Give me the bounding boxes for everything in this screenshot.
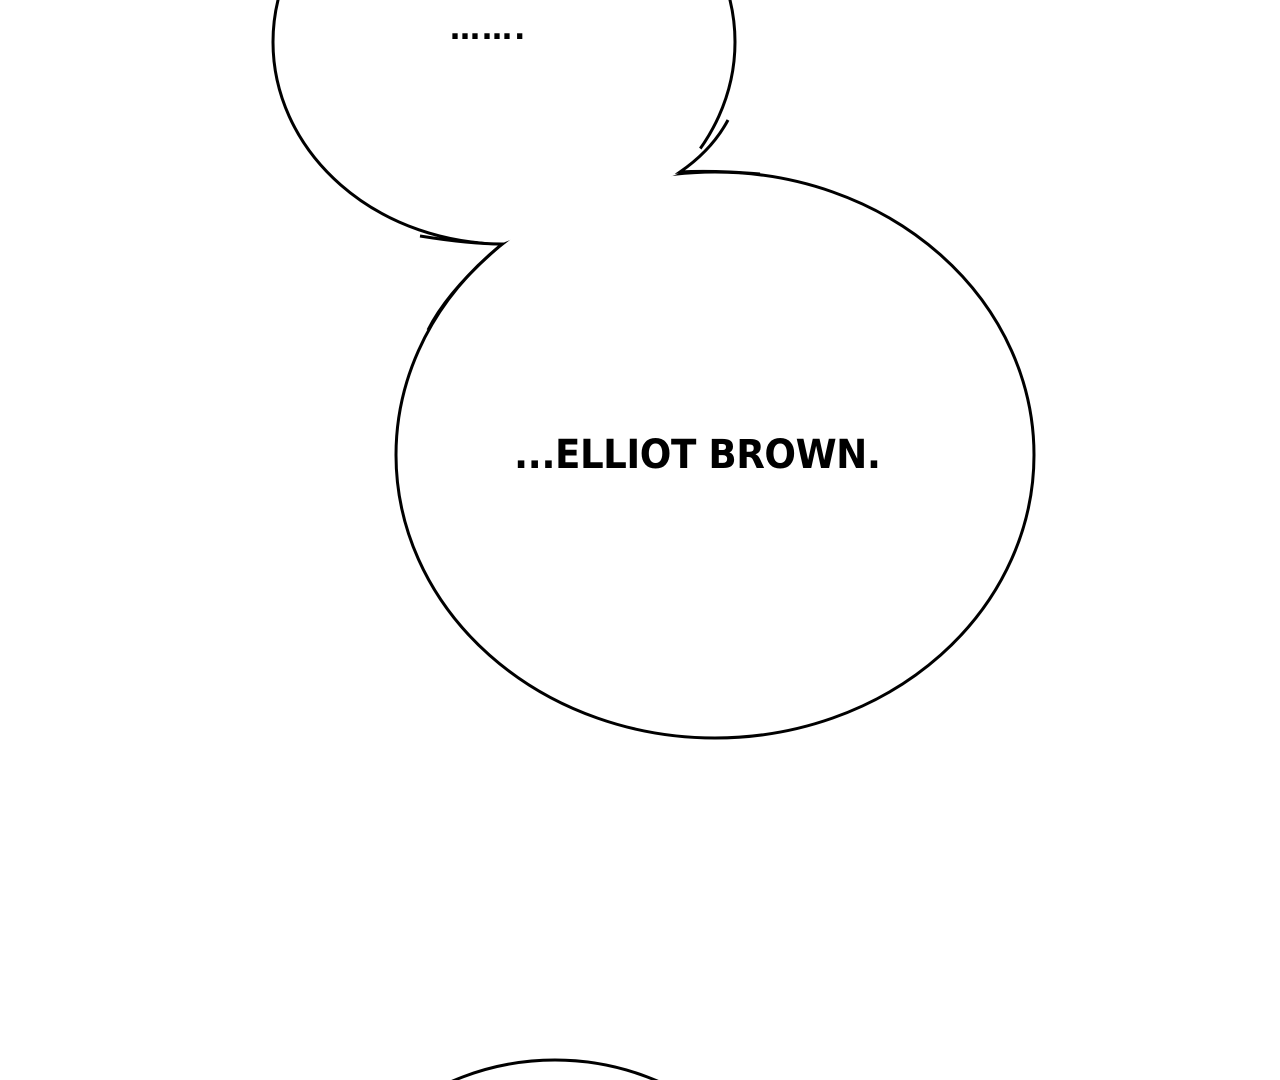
top-bubble-text: …….: [450, 12, 528, 47]
bubble-connector-edge-lower: [419, 234, 507, 331]
bubble-connector-fill-core: [470, 140, 720, 244]
bottom-speech-bubble: [451, 1058, 659, 1080]
connected-speech-bubbles: [271, 0, 1036, 740]
middle-bubble-text: ...ELLIOT BROWN.: [514, 432, 881, 478]
bubble-connector-edge-upper: [674, 119, 761, 176]
